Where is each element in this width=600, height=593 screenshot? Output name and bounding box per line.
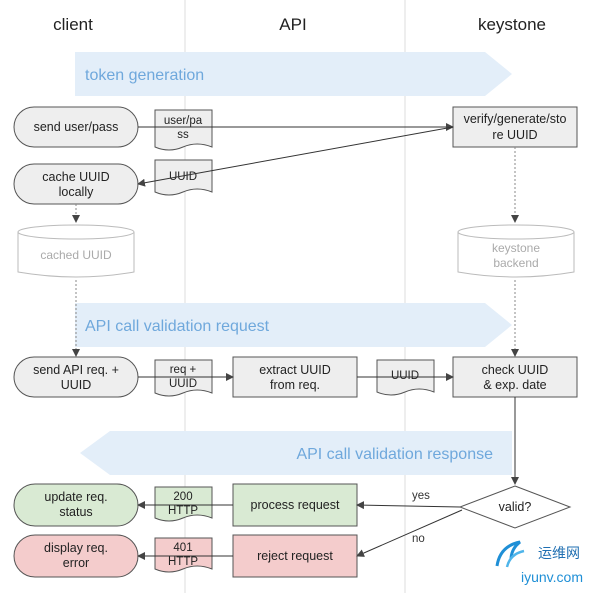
svg-text:HTTP: HTTP — [168, 556, 198, 568]
svg-text:verify/generate/sto: verify/generate/sto — [464, 112, 567, 126]
svg-text:req +: req + — [170, 364, 197, 376]
http-200-document: 200 HTTP — [154, 486, 213, 522]
svg-text:& exp. date: & exp. date — [483, 378, 546, 392]
lane-title-keystone: keystone — [478, 15, 546, 34]
watermark-logo: 运维网 iyunv.com — [495, 540, 583, 585]
svg-text:re UUID: re UUID — [492, 128, 537, 142]
reject-request-box: reject request — [232, 534, 358, 578]
svg-text:valid?: valid? — [499, 500, 532, 514]
user-pass-document: user/pa ss — [154, 109, 213, 151]
svg-text:ss: ss — [177, 129, 189, 141]
send-api-req-terminal: send API req. + UUID — [13, 356, 139, 398]
uuid-document-1: UUID — [154, 159, 213, 196]
svg-text:运维网: 运维网 — [538, 545, 580, 561]
send-user-pass-terminal: send user/pass — [13, 106, 139, 148]
http-401-document: 401 HTTP — [154, 537, 213, 573]
svg-text:cached UUID: cached UUID — [40, 248, 112, 262]
svg-text:UUID: UUID — [61, 378, 92, 392]
check-uuid-process: check UUID & exp. date — [452, 356, 578, 398]
cache-uuid-terminal: cache UUID locally — [13, 163, 139, 205]
svg-text:401: 401 — [173, 542, 192, 554]
svg-text:HTTP: HTTP — [168, 505, 198, 517]
svg-text:reject request: reject request — [257, 549, 333, 563]
svg-text:UUID: UUID — [169, 378, 197, 390]
svg-text:send user/pass: send user/pass — [34, 120, 119, 134]
svg-text:status: status — [59, 505, 92, 519]
svg-text:check UUID: check UUID — [482, 363, 549, 377]
update-status-terminal: update req. status — [13, 483, 139, 527]
svg-text:update req.: update req. — [44, 490, 107, 504]
phase-token-generation: token generation — [75, 52, 512, 96]
display-error-terminal: display req. error — [13, 534, 139, 578]
svg-text:send API req. +: send API req. + — [33, 363, 119, 377]
cached-uuid-database: cached UUID — [17, 224, 135, 278]
svg-text:from req.: from req. — [270, 378, 320, 392]
keystone-backend-database: keystone backend — [457, 224, 575, 278]
svg-text:200: 200 — [173, 491, 192, 503]
svg-text:user/pa: user/pa — [164, 115, 203, 127]
verify-generate-store-process: verify/generate/sto re UUID — [452, 106, 578, 148]
svg-text:error: error — [63, 556, 89, 570]
edge-valid-yes — [356, 501, 461, 510]
svg-text:extract UUID: extract UUID — [259, 363, 331, 377]
phase-validation-request: API call validation request — [75, 303, 512, 347]
edge-verify-to-cache — [137, 126, 454, 187]
svg-text:iyunv.com: iyunv.com — [521, 569, 583, 585]
svg-text:API call validation request: API call validation request — [85, 318, 270, 335]
svg-text:UUID: UUID — [169, 171, 197, 183]
svg-text:cache UUID: cache UUID — [42, 170, 109, 184]
extract-uuid-process: extract UUID from req. — [232, 356, 358, 398]
edge-label-no: no — [412, 533, 425, 545]
svg-text:API call validation response: API call validation response — [296, 446, 493, 463]
valid-decision: valid? — [458, 485, 572, 529]
svg-text:process request: process request — [251, 498, 340, 512]
svg-text:locally: locally — [59, 185, 94, 199]
svg-text:UUID: UUID — [391, 370, 419, 382]
phase-validation-response: API call validation response — [80, 431, 512, 475]
svg-text:backend: backend — [493, 256, 538, 270]
lane-title-api: API — [279, 15, 306, 34]
process-request-box: process request — [232, 483, 358, 527]
edge-valid-no — [356, 509, 463, 557]
svg-text:keystone: keystone — [492, 241, 540, 255]
svg-text:token generation: token generation — [85, 67, 204, 84]
lane-title-client: client — [53, 15, 93, 34]
svg-text:display req.: display req. — [44, 541, 108, 555]
edge-label-yes: yes — [412, 490, 430, 502]
req-uuid-document: req + UUID — [154, 359, 213, 397]
